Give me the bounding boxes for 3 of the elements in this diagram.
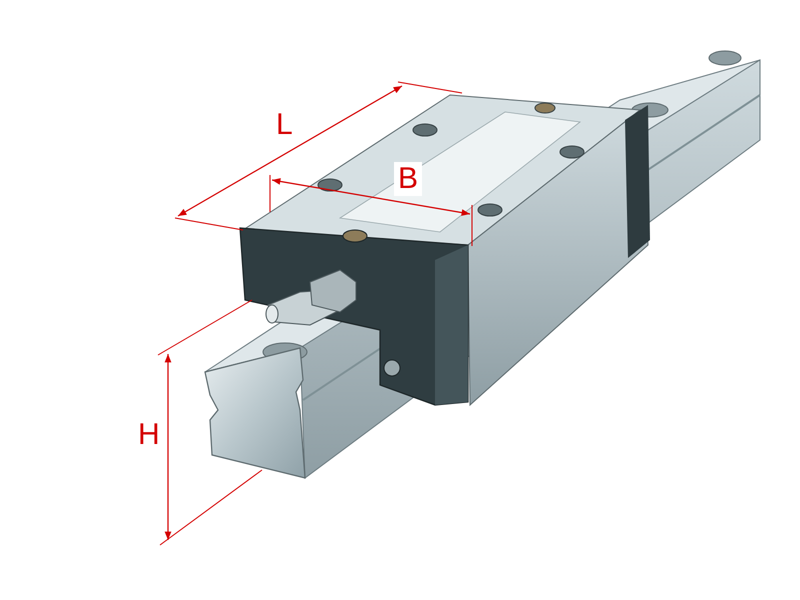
dimension-label: L: [276, 110, 293, 140]
dimension-label: H: [138, 420, 160, 450]
dimension-label: B: [394, 162, 422, 196]
